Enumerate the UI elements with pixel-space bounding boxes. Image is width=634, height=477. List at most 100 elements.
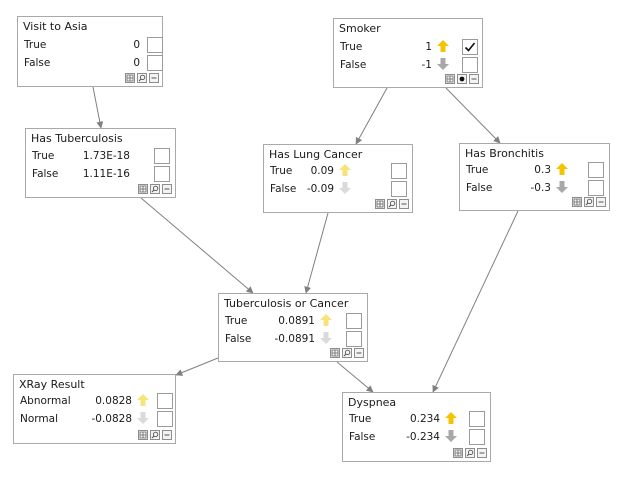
evidence-checkbox[interactable]	[154, 166, 170, 182]
collapse-icon[interactable]	[149, 73, 159, 83]
state-label: False	[32, 168, 59, 180]
state-row: False-0.0891	[219, 331, 367, 349]
evidence-checkbox[interactable]	[346, 313, 362, 329]
evidence-checkbox[interactable]	[588, 180, 604, 196]
evidence-checkbox[interactable]	[346, 331, 362, 347]
state-value: 0.0891	[278, 315, 315, 327]
evidence-checkbox[interactable]	[462, 39, 478, 55]
grid-icon[interactable]	[125, 73, 135, 83]
evidence-checkbox[interactable]	[588, 162, 604, 178]
node-title: Dyspnea	[348, 396, 397, 409]
zoom-icon[interactable]	[137, 73, 147, 83]
state-label: True	[340, 41, 363, 53]
state-label: True	[24, 39, 47, 51]
state-row: True 1	[334, 39, 482, 57]
evidence-checkbox[interactable]	[391, 163, 407, 179]
zoom-icon[interactable]	[387, 199, 397, 209]
grid-icon[interactable]	[445, 74, 455, 84]
node-toolbar	[123, 73, 159, 84]
state-value: 1.73E-18	[82, 150, 130, 162]
node-title: XRay Result	[19, 378, 85, 391]
evidence-checkbox[interactable]	[462, 57, 478, 73]
evidence-checkbox[interactable]	[157, 411, 173, 427]
collapse-icon[interactable]	[354, 348, 364, 358]
evidence-checkbox[interactable]	[147, 37, 163, 53]
arrow-up-icon	[137, 394, 149, 406]
state-value: 1	[425, 41, 432, 53]
grid-icon[interactable]	[572, 197, 582, 207]
zoom-icon[interactable]	[150, 184, 160, 194]
grid-icon[interactable]	[375, 199, 385, 209]
evidence-checkbox[interactable]	[157, 393, 173, 409]
state-row: True 1.73E-18	[26, 148, 175, 166]
edge-lung-to-tborca	[304, 212, 329, 294]
collapse-icon[interactable]	[399, 199, 409, 209]
state-row: False-0.234	[343, 429, 490, 447]
evidence-checkbox[interactable]	[391, 181, 407, 197]
node-toolbar	[328, 348, 364, 359]
state-label: True	[466, 164, 489, 176]
state-value: 0.09	[310, 165, 334, 177]
arrow-up-icon	[556, 163, 568, 175]
state-row: True 0.3	[460, 162, 609, 180]
arrow-down-icon	[445, 430, 457, 442]
zoom-icon[interactable]	[150, 430, 160, 440]
edge-tborca-to-xray	[175, 357, 219, 376]
state-value: 0	[133, 57, 140, 69]
arrow-up-icon	[339, 164, 351, 176]
state-row: False -0.09	[264, 181, 412, 199]
collapse-icon[interactable]	[596, 197, 606, 207]
state-value: 1.11E-16	[82, 168, 130, 180]
state-label: True	[32, 150, 55, 162]
node-toolbar	[451, 448, 487, 459]
grid-icon[interactable]	[330, 348, 340, 358]
state-value: 0.234	[409, 413, 440, 425]
arrow-down-icon	[320, 332, 332, 344]
arrow-down-icon	[137, 412, 149, 424]
evidence-checkbox[interactable]	[147, 55, 163, 71]
state-value: -0.09	[306, 183, 334, 195]
node-toolbar	[443, 74, 479, 85]
collapse-icon[interactable]	[469, 74, 479, 84]
collapse-icon[interactable]	[162, 184, 172, 194]
state-row: False-0.3	[460, 180, 609, 198]
state-value: 0	[133, 39, 140, 51]
state-row: True 0	[18, 37, 163, 55]
arrow-down-icon	[339, 182, 351, 194]
state-value: -0.3	[530, 182, 552, 194]
grid-icon[interactable]	[453, 448, 463, 458]
state-row: False-1	[334, 57, 482, 75]
evidence-checkbox[interactable]	[469, 411, 485, 427]
zoom-icon[interactable]	[465, 448, 475, 458]
node-toolbar	[136, 184, 172, 195]
evidence-checkbox[interactable]	[469, 429, 485, 445]
zoom-icon[interactable]	[342, 348, 352, 358]
node-title: Smoker	[339, 22, 381, 35]
arrow-up-icon	[437, 40, 449, 52]
dot-icon[interactable]	[457, 74, 467, 84]
state-label: False	[270, 183, 297, 195]
collapse-icon[interactable]	[162, 430, 172, 440]
state-value: 0.3	[534, 164, 551, 176]
zoom-icon[interactable]	[584, 197, 594, 207]
node-title: Has Tuberculosis	[31, 132, 123, 145]
edge-tb-to-tborca	[140, 197, 254, 294]
node-title: Tuberculosis or Cancer	[224, 297, 349, 310]
edge-smoker-to-lung	[355, 87, 388, 145]
grid-icon[interactable]	[138, 184, 148, 194]
node-toolbar	[373, 199, 409, 210]
grid-icon[interactable]	[138, 430, 148, 440]
collapse-icon[interactable]	[477, 448, 487, 458]
state-label: True	[225, 315, 248, 327]
evidence-checkbox[interactable]	[154, 148, 170, 164]
node-title: Visit to Asia	[23, 20, 88, 33]
